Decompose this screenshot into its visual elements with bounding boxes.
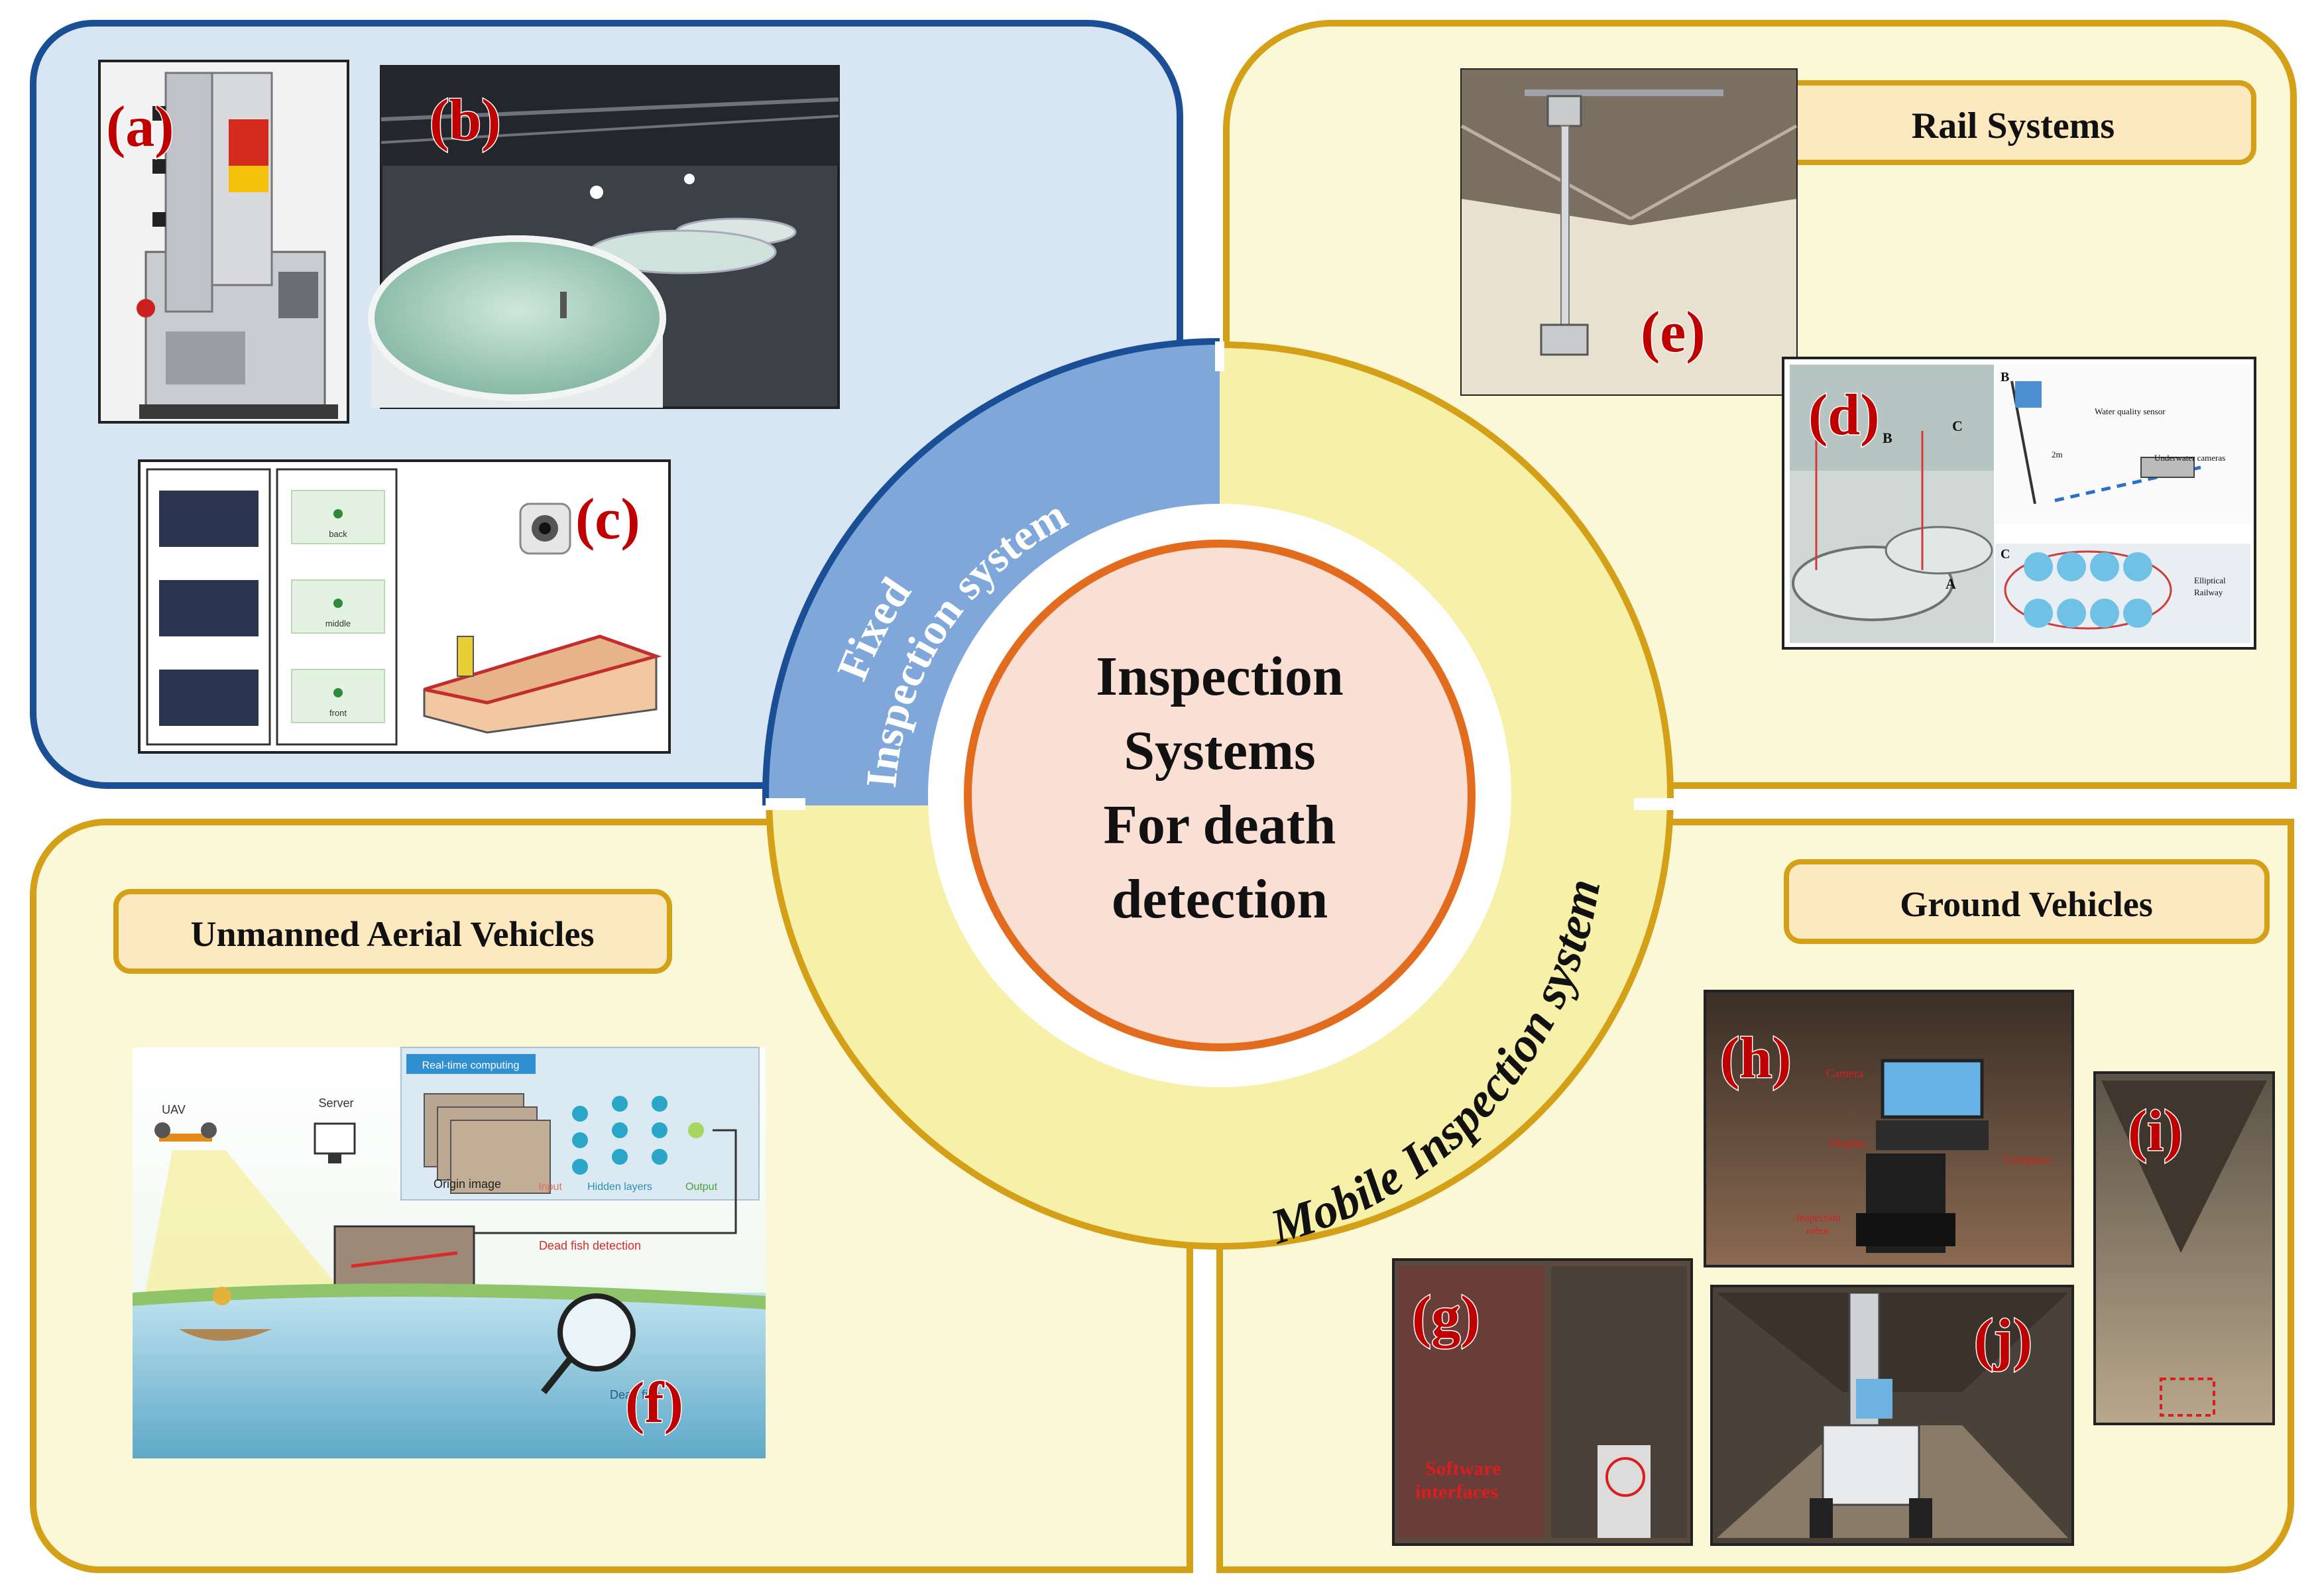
- panel-d-height: 2m: [2052, 449, 2063, 459]
- panel-f-dead-fish-label: Dead fish: [610, 1388, 660, 1401]
- panel-f-server-label: Server: [318, 1096, 353, 1110]
- panel-d-elliptical-1: Elliptical: [2194, 575, 2226, 585]
- panel-f-image: [133, 1047, 766, 1458]
- panel-d-tag-c-left: C: [1952, 418, 1963, 434]
- panel-h-image: [1704, 990, 2074, 1267]
- panel-b-image: [368, 65, 840, 409]
- panel-h-robot-label-2: robot: [1806, 1226, 1829, 1237]
- panel-label-h: (h): [1720, 1026, 1792, 1090]
- ground-vehicles-label: Ground Vehicles: [1900, 884, 2153, 924]
- panel-c-view-front: front: [329, 708, 347, 718]
- panel-f-hidden-layers-label: Hidden layers: [587, 1181, 652, 1193]
- quadrant-dividers: [766, 341, 1674, 810]
- panel-label-d: (d): [1808, 383, 1880, 447]
- panel-label-j: (j): [1974, 1308, 2032, 1372]
- panel-d-tag-b-right: B: [2001, 370, 2009, 384]
- center-title-line-2: Systems: [1124, 720, 1315, 782]
- panel-g-software-label-2: interfaces: [1415, 1481, 1498, 1503]
- panel-d-elliptical-2: Railway: [2194, 587, 2223, 597]
- panel-h-robot-label-1: Inspection: [1796, 1212, 1841, 1224]
- rail-systems-label: Rail Systems: [1912, 105, 2115, 147]
- panel-d-water-quality-sensor: Water quality sensor: [2095, 406, 2166, 416]
- panel-f-uav-label: UAV: [162, 1103, 186, 1116]
- panel-g-image: [1392, 1258, 1693, 1546]
- panel-f-output-label: Output: [685, 1181, 718, 1193]
- panel-label-e: (e): [1641, 300, 1706, 365]
- center-title-line-4: detection: [1112, 868, 1328, 930]
- center-title-line-1: Inspection: [1096, 646, 1343, 707]
- panel-label-c: (c): [575, 487, 640, 552]
- center-title-line-3: For death: [1104, 794, 1336, 856]
- panel-label-i: (i): [2128, 1099, 2183, 1163]
- panel-f-dead-fish-detection-label: Dead fish detection: [539, 1239, 641, 1252]
- panel-i-image: [2093, 1071, 2275, 1425]
- panel-c-image: [138, 459, 671, 754]
- panel-f-realtime-label: Real-time computing: [422, 1060, 520, 1071]
- panel-a-image: [98, 60, 349, 424]
- panel-label-g: (g): [1412, 1285, 1480, 1349]
- panel-label-a: (a): [106, 95, 174, 159]
- panel-e-image: [1460, 68, 1798, 396]
- panel-f-origin-image-label: Origin image: [434, 1177, 501, 1191]
- panel-h-computer-label: Computer: [2003, 1153, 2051, 1166]
- panel-d-tag-a: A: [1946, 575, 1956, 592]
- panel-c-view-middle: middle: [325, 618, 351, 628]
- panel-g-software-label-1: Software: [1425, 1458, 1501, 1480]
- panel-c-view-back: back: [329, 529, 347, 539]
- panel-d-tag-b-left: B: [1883, 430, 1892, 446]
- panel-label-f: (f): [625, 1371, 683, 1435]
- panel-d-image: [1782, 357, 2256, 650]
- center-circle: [964, 540, 1476, 1051]
- uav-label: Unmanned Aerial Vehicles: [190, 914, 594, 954]
- panel-h-display-label: Display: [1830, 1136, 1867, 1149]
- panel-j-image: [1710, 1285, 2074, 1546]
- panel-h-camera-label: Camera: [1826, 1067, 1863, 1080]
- ground-vehicles-label-box: [1784, 859, 2270, 944]
- panel-d-underwater-cameras: Underwater cameras: [2154, 453, 2225, 463]
- panel-label-b: (b): [430, 88, 501, 152]
- uav-label-box: [113, 889, 672, 974]
- panel-d-tag-c-right: C: [2001, 547, 2010, 561]
- panel-f-input-label: Input: [538, 1181, 562, 1193]
